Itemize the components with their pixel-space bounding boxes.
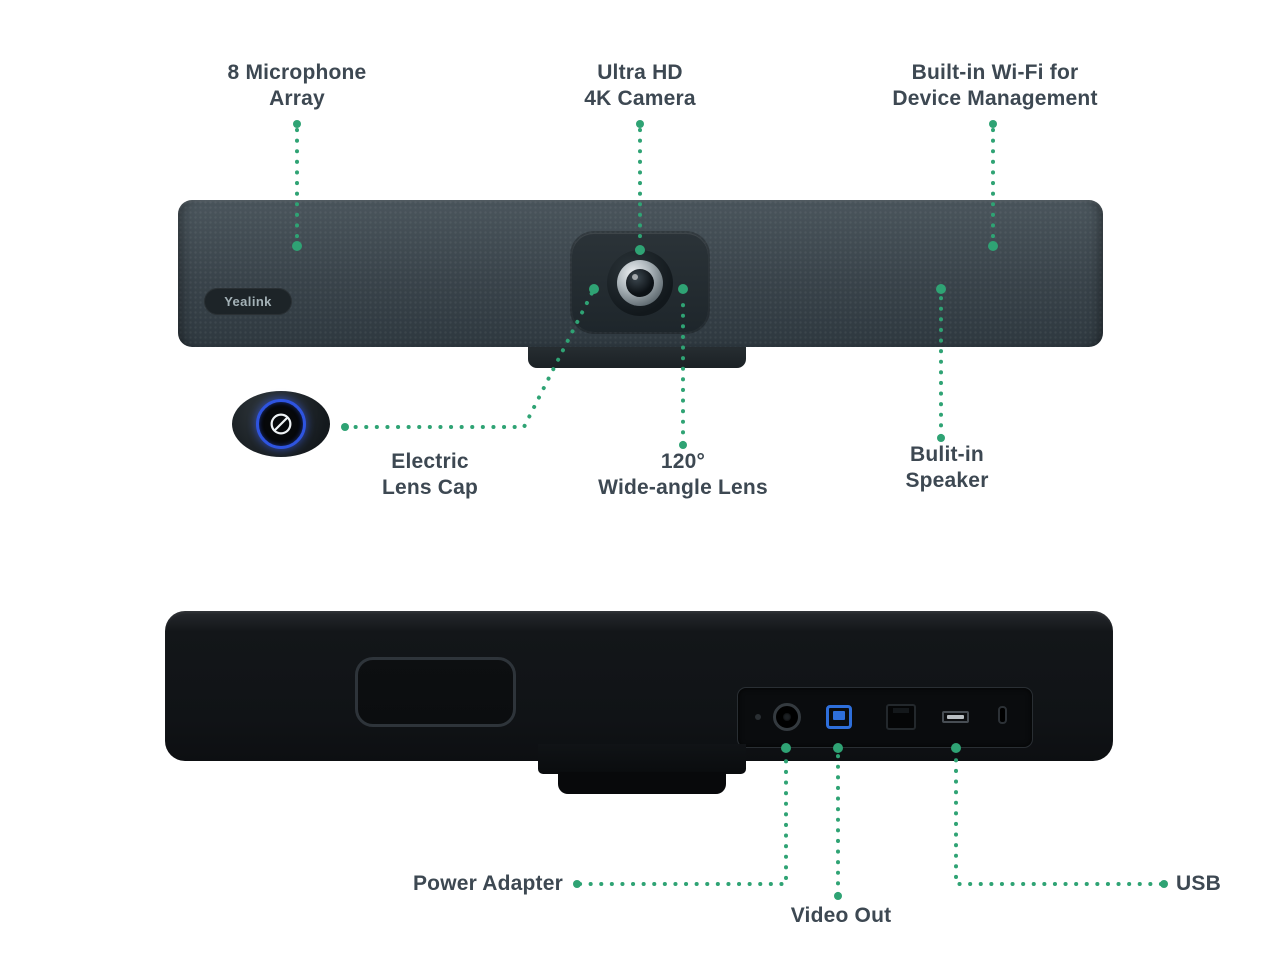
camera-lens-outer <box>607 249 673 316</box>
label-usb: USB <box>1176 872 1221 895</box>
ethernet-contacts <box>893 708 909 713</box>
blocked-slash <box>273 416 289 432</box>
label-builtin-speaker: Bulit-in Speaker <box>905 443 989 492</box>
endpoint-dot <box>937 434 945 442</box>
label-power-adapter: Power Adapter <box>412 872 563 895</box>
reset-pinhole <box>755 714 761 720</box>
mount-recess <box>355 657 516 727</box>
port-panel <box>737 687 1033 748</box>
lens-glint <box>632 273 638 280</box>
videobar-rear <box>165 611 1113 761</box>
kensington-lock-slot <box>998 706 1007 724</box>
power-port-pin <box>783 713 791 721</box>
blocked-circle <box>270 413 292 435</box>
leader-video-out <box>833 743 843 900</box>
usb-b-tongue <box>833 711 845 720</box>
endpoint-dot <box>679 441 687 449</box>
usb-b-video-out-port <box>826 705 852 729</box>
camera-lens-ring <box>617 259 663 306</box>
endpoint-dot <box>636 120 644 128</box>
videobar-stand-rear-lower <box>558 772 726 794</box>
endpoint-dot <box>989 120 997 128</box>
usb-a-port <box>942 711 969 723</box>
label-electric-lens-cap: Electric Lens Cap <box>381 450 479 499</box>
usb-a-tongue <box>947 715 964 719</box>
endpoint-dot <box>573 880 581 888</box>
label-wide-angle-lens: 120° Wide-angle Lens <box>598 450 768 499</box>
endpoint-dot <box>341 423 349 431</box>
yealink-logo: Yealink <box>204 288 292 315</box>
leader-line <box>954 750 1163 886</box>
label-video-out: Video Out <box>790 904 892 927</box>
label-4k-camera: Ultra HD 4K Camera <box>584 61 696 110</box>
videobar-stand-rear-upper <box>538 744 746 774</box>
lens-cap-ring <box>256 399 306 449</box>
leader-usb <box>951 743 1168 888</box>
endpoint-dot <box>1160 880 1168 888</box>
power-port <box>773 703 801 731</box>
endpoint-dot <box>834 892 842 900</box>
electric-lens-cap <box>232 391 330 457</box>
camera-housing <box>572 233 708 332</box>
camera-blocked-icon <box>270 413 292 435</box>
camera-lens <box>626 268 654 297</box>
endpoint-dot <box>293 120 301 128</box>
label-builtin-wifi: Built-in Wi-Fi for Device Management <box>892 61 1098 110</box>
ethernet-port <box>886 704 916 730</box>
videobar-front: Yealink <box>178 200 1103 347</box>
label-microphone-array: 8 Microphone Array <box>227 61 367 110</box>
